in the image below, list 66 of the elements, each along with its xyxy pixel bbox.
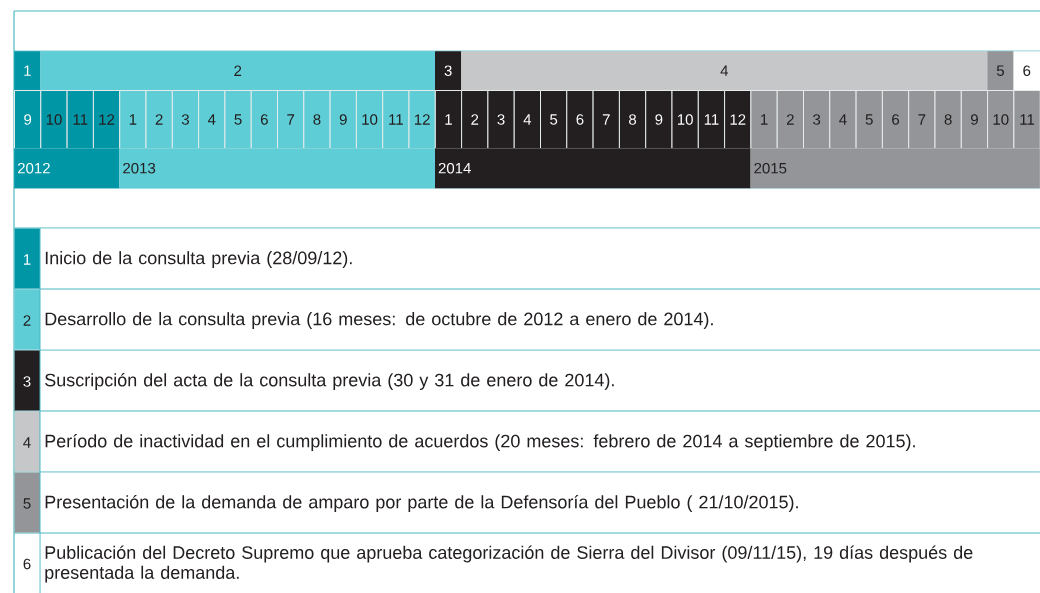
month-cell: 8 [303, 90, 331, 149]
month-cell: 1 [119, 90, 147, 149]
month-cell: 7 [277, 90, 305, 149]
month-cell: 9 [960, 90, 989, 149]
row-number: 6 [23, 558, 31, 570]
node-label: 2014 [438, 162, 471, 174]
phase-band: 3 [435, 51, 462, 91]
node-label: 2 [234, 65, 242, 76]
month-cell: 11 [382, 90, 410, 149]
month-cell: 9 [645, 90, 673, 149]
row-number: 5 [23, 498, 31, 509]
month-cell: 3 [171, 90, 200, 149]
month-cell: 10 [40, 90, 68, 149]
month-cell: 7 [908, 90, 936, 149]
month-cell: 7 [592, 90, 620, 149]
legend-text: Publicación del Decreto Supremo que aprueba categorización de Sierra del Divisor (09/11/15), 19 días después de presentada la demanda. [45, 545, 973, 583]
month-cell: 5 [540, 90, 568, 149]
month-cell: 11 [66, 90, 94, 149]
month-cell: 8 [934, 90, 962, 149]
node-label: 3 [444, 65, 452, 76]
month-cell: 3 [803, 90, 831, 149]
month-cell: 2 [145, 90, 173, 149]
node-label: 2013 [123, 162, 156, 174]
node-label: 2012 [17, 162, 50, 174]
legend-text: Inicio de la consulta previa (28/09/12). [45, 251, 352, 268]
legend-text: Presentación de la demanda de amparo por parte de la Defensoría del Pueblo ( 21/10/2015). [45, 495, 798, 512]
month-cell: 5 [855, 90, 883, 149]
month-cell: 2 [776, 90, 804, 149]
month-cell: 2 [461, 90, 489, 149]
month-cell: 1 [434, 90, 463, 149]
month-cell: 12 [408, 90, 436, 149]
month-cell: 3 [487, 90, 515, 149]
row-number: 1 [24, 254, 31, 265]
month-cell: 10 [987, 90, 1015, 149]
node-label: 2015 [754, 162, 787, 174]
month-cell: 4 [513, 90, 541, 149]
month-cell: 10 [671, 90, 699, 149]
month-cell: 8 [618, 90, 647, 149]
node-label: 1 [24, 65, 31, 76]
month-cell: 10 [355, 90, 384, 149]
legend-text: Período de inactividad en el cumplimiento de acuerdos (20 meses: febrero de 2014 a septiembre de 2015). [45, 434, 915, 451]
month-cell: 1 [750, 90, 778, 149]
month-cell: 4 [829, 90, 857, 149]
phase-band: 1 [14, 51, 41, 91]
row-number: 3 [23, 376, 31, 387]
month-cell: 11 [697, 90, 726, 149]
month-cell: 9 [14, 90, 42, 149]
month-cell: 6 [566, 90, 594, 149]
phase-band: 6 [1013, 51, 1040, 91]
node-label: 6 [1023, 65, 1031, 76]
month-cell: 5 [224, 90, 252, 149]
month-cell: 4 [198, 90, 226, 149]
month-cell: 6 [881, 90, 910, 149]
legend-text: Suscripción del acta de la consulta previa (30 y 31 de enero de 2014). [45, 373, 614, 390]
month-cell: 6 [250, 90, 278, 149]
month-cell: 12 [92, 90, 121, 149]
month-cell: 12 [724, 90, 752, 149]
row-number: 2 [23, 315, 31, 326]
month-cell: 9 [329, 90, 357, 149]
row-number: 4 [23, 437, 31, 448]
phase-band: 4 [461, 51, 988, 91]
node-label: 5 [996, 65, 1004, 76]
month-cell: 11 [1013, 90, 1040, 149]
node-label: 11 [1020, 114, 1035, 125]
legend-text: Desarrollo de la consulta previa (16 meses: de octubre de 2012 a enero de 2014). [45, 312, 713, 329]
phase-band: 5 [987, 51, 1014, 91]
